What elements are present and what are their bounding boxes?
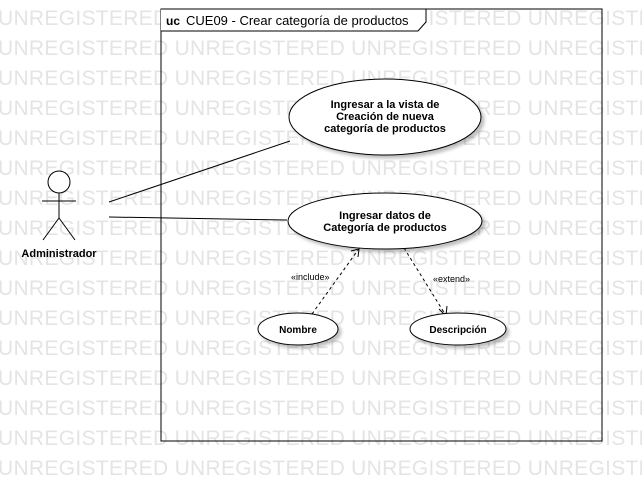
watermark-row: UNREGISTERED UNREGISTERED UNREGISTERED U… bbox=[0, 367, 642, 390]
watermark-row: UNREGISTERED UNREGISTERED UNREGISTERED U… bbox=[0, 397, 642, 420]
include-stereotype-label: «include» bbox=[291, 272, 330, 282]
use-case-ellipse[interactable] bbox=[257, 312, 339, 346]
actor-right-leg bbox=[58, 217, 76, 241]
association-line-vista[interactable] bbox=[108, 140, 291, 203]
use-case-line: Ingresar a la vista de bbox=[331, 99, 440, 111]
use-case-line: categoría de productos bbox=[324, 123, 446, 135]
include-relation[interactable]: «include» bbox=[291, 248, 360, 315]
association-line-datos[interactable] bbox=[108, 216, 288, 221]
actor-administrador[interactable]: Administrador bbox=[21, 170, 97, 260]
frame-keyword: uc bbox=[166, 14, 180, 28]
use-case-nombre[interactable]: Nombre bbox=[257, 312, 339, 346]
use-case-line: Creación de nueva bbox=[336, 111, 435, 123]
frame-title: CUE09 - Crear categoría de productos bbox=[186, 13, 409, 28]
use-case-ingresar-vista[interactable]: Ingresar a la vista de Creación de nueva… bbox=[288, 78, 482, 156]
extend-dashed-line[interactable] bbox=[403, 247, 446, 315]
actor-left-leg bbox=[42, 217, 60, 241]
watermark-row: UNREGISTERED UNREGISTERED UNREGISTERED U… bbox=[0, 457, 642, 480]
use-case-ellipse[interactable] bbox=[287, 192, 483, 250]
frame-tab bbox=[161, 8, 427, 32]
use-case-label: Descripción bbox=[429, 325, 486, 336]
watermark-row: UNREGISTERED UNREGISTERED UNREGISTERED U… bbox=[0, 157, 642, 180]
use-case-ellipse[interactable] bbox=[409, 312, 507, 346]
actor-head bbox=[47, 170, 71, 194]
use-case-label: Nombre bbox=[279, 325, 317, 336]
extend-stereotype-label: «extend» bbox=[433, 274, 470, 284]
use-case-ellipse[interactable] bbox=[288, 78, 482, 156]
watermark-layer: UNREGISTERED UNREGISTERED UNREGISTERED U… bbox=[0, 7, 642, 480]
use-case-line: Ingresar datos de bbox=[339, 210, 431, 222]
system-frame: uc CUE09 - Crear categoría de productos bbox=[160, 8, 603, 442]
include-dashed-line[interactable] bbox=[311, 249, 359, 315]
watermark-row: UNREGISTERED UNREGISTERED UNREGISTERED U… bbox=[0, 37, 642, 60]
actor-name: Administrador bbox=[21, 248, 97, 260]
use-case-line: Categoría de productos bbox=[323, 222, 446, 234]
include-arrowhead bbox=[350, 248, 360, 258]
watermark-row: UNREGISTERED UNREGISTERED UNREGISTERED U… bbox=[0, 427, 642, 450]
use-case-ingresar-datos[interactable]: Ingresar datos de Categoría de productos bbox=[287, 192, 483, 250]
use-case-descripcion[interactable]: Descripción bbox=[409, 312, 507, 346]
watermark-row: UNREGISTERED UNREGISTERED UNREGISTERED U… bbox=[0, 67, 642, 90]
